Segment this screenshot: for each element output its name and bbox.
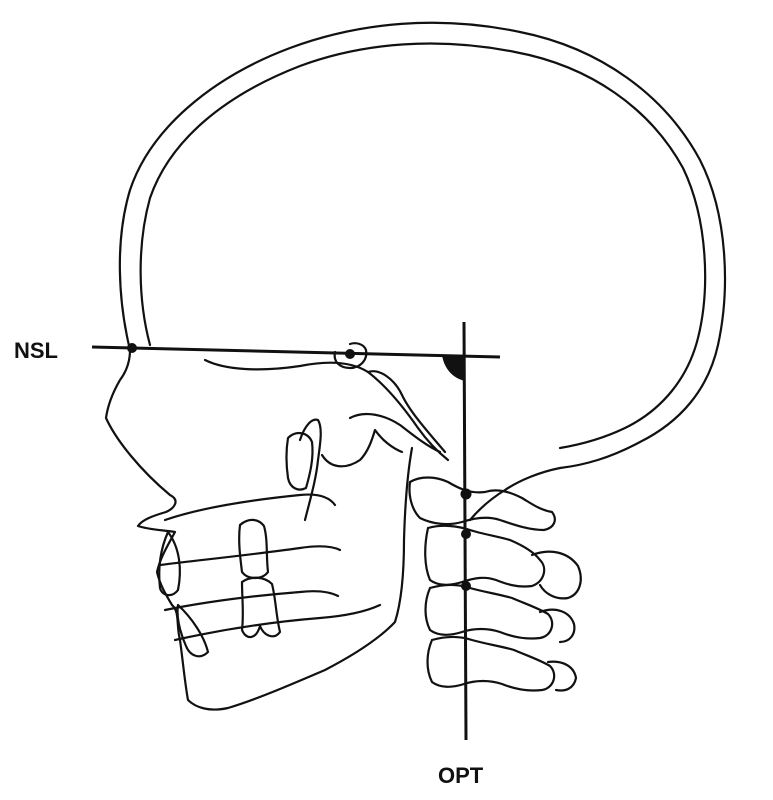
- nasion-point: [127, 343, 137, 353]
- occlusal-line: [163, 590, 340, 612]
- spinous-process-c3: [538, 608, 576, 644]
- nsl-line: [91, 345, 501, 359]
- mandible-inner-line: [173, 603, 382, 642]
- c2-inferior-point: [461, 581, 471, 591]
- face-profile-outline: [104, 348, 414, 711]
- cervical-vertebra-c4: [426, 635, 556, 692]
- upper-molar: [238, 518, 270, 580]
- axis-vertebra: [424, 524, 546, 588]
- c2-anterior-point: [461, 529, 471, 539]
- coronoid-process: [298, 418, 322, 522]
- sella-turcica: [333, 342, 368, 370]
- zygomatic-arch: [348, 412, 442, 454]
- clivus-outline: [366, 370, 447, 454]
- mandible-ramus: [320, 428, 404, 468]
- opt-label: OPT: [438, 763, 484, 788]
- nsl-label: NSL: [14, 338, 58, 363]
- maxilla-outline: [163, 493, 337, 522]
- cervical-vertebra-c3: [424, 583, 554, 640]
- neck-soft-tissue: [468, 466, 562, 522]
- atlas-vertebra: [408, 476, 556, 532]
- cranium-outer-outline: [118, 21, 727, 470]
- lower-molar: [240, 576, 282, 639]
- angle-marker: [442, 355, 465, 381]
- spinous-process-c4: [546, 660, 578, 692]
- erupting-tooth: [285, 432, 314, 491]
- upper-incisor: [158, 530, 181, 597]
- lower-incisor: [176, 603, 210, 658]
- palate-line: [158, 545, 342, 567]
- odontoid-tip-point: [460, 488, 472, 500]
- sella-point: [345, 349, 355, 359]
- spinous-process-c2: [530, 550, 582, 600]
- cranium-inner-outline: [139, 42, 707, 450]
